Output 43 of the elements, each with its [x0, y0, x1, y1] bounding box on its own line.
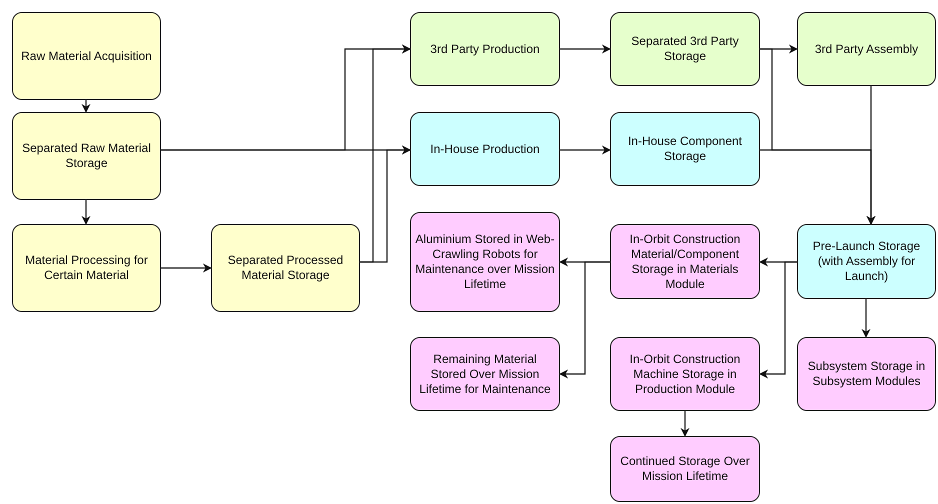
process-box [797, 224, 936, 299]
process-box [12, 12, 161, 100]
box-label: 3rd Party Assembly [814, 42, 918, 56]
box-label: Separated Processed Material Storage [226, 253, 344, 283]
box-label: Continued Storage Over Mission Lifetime [619, 454, 751, 484]
box-label: Raw Material Acquisition [21, 48, 152, 64]
box-label: In-House Component Storage [626, 134, 744, 164]
process-box [610, 112, 760, 186]
process-box [797, 337, 936, 411]
process-box [410, 112, 560, 186]
box-label: In-Orbit Construction Material/Component Storage in Materials Module [628, 232, 742, 292]
box-label: Subsystem Storage in Subsystem Modules [806, 359, 926, 389]
process-box [610, 337, 760, 411]
arrow [680, 411, 690, 437]
arrow [82, 200, 90, 225]
arrow [560, 146, 611, 154]
process-box [610, 224, 760, 299]
arrow [759, 261, 797, 378]
process-box [12, 224, 161, 312]
process-box [610, 12, 760, 86]
process-box [410, 212, 560, 312]
arrow [560, 44, 611, 54]
arrow [161, 264, 212, 272]
box-label: Pre-Launch Storage (with Assembly for Launch) [812, 239, 922, 284]
box-label: Aluminium Stored in Web-Crawling Robots for Maintenance over Mission Lifetime [415, 232, 555, 292]
box-label: In-Orbit Construction Machine Storage in Production Module [628, 352, 742, 396]
process-box [797, 12, 936, 86]
arrow [360, 146, 411, 263]
arrow [559, 261, 610, 378]
box-label: 3rd Party Production [430, 42, 540, 56]
box-label: Separated Raw Material Storage [21, 141, 152, 171]
process-box [410, 337, 560, 411]
process-box [410, 12, 560, 86]
box-label: Material Processing for Certain Material [24, 253, 149, 283]
arrow [862, 299, 870, 338]
arrow [82, 100, 90, 113]
process-box [610, 436, 760, 502]
arrow [866, 86, 876, 225]
process-box [211, 224, 360, 312]
process-box [12, 112, 161, 200]
box-label: Separated 3rd Party Storage [630, 34, 740, 64]
box-label: Remaining Material Stored Over Mission Lifetime for Maintenance [418, 352, 552, 396]
box-label: In-House Production [430, 142, 540, 156]
